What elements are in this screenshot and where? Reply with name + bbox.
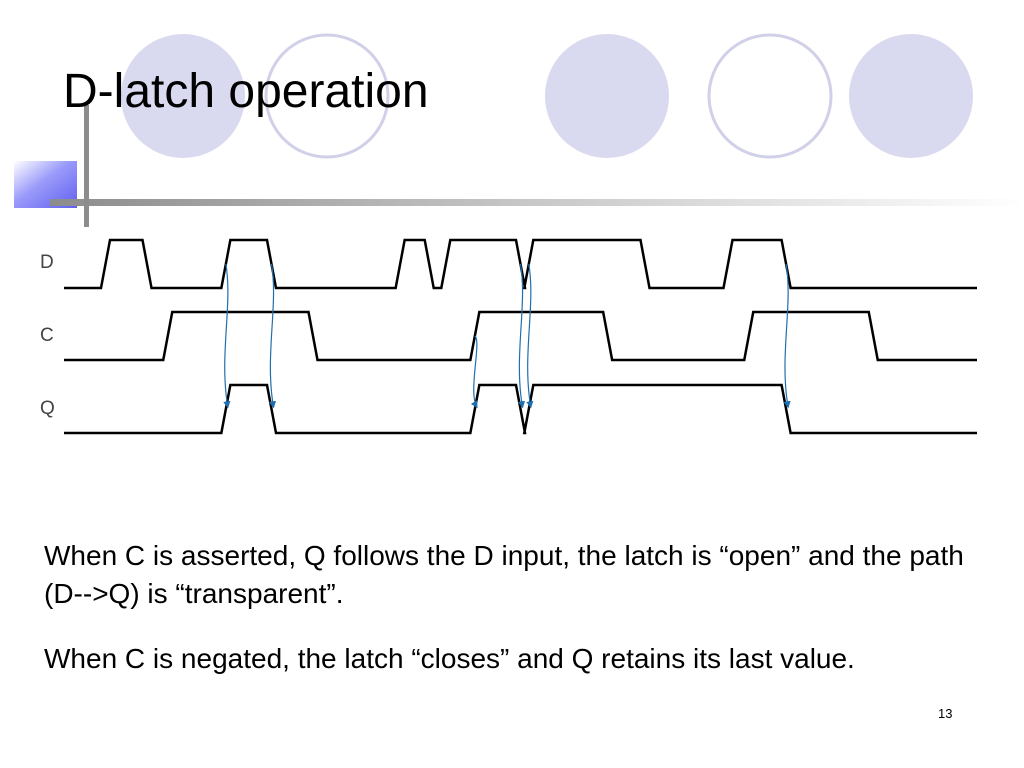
signal-label-q: Q [40, 398, 55, 419]
signal-label-d: D [40, 252, 54, 273]
decor-horizontal-rule [50, 199, 1024, 206]
timing-diagram: D C Q [40, 238, 977, 435]
causality-arrow [223, 263, 231, 409]
decor-circle-2 [264, 33, 390, 159]
body-paragraph-1: When C is asserted, Q follows the D inpu… [44, 540, 964, 609]
causality-arrow [470, 335, 478, 409]
decor-vertical-rule [84, 105, 89, 227]
causality-arrow [517, 263, 526, 409]
causality-arrow [783, 263, 791, 409]
waveform-c [64, 310, 977, 362]
waveform-q [64, 383, 977, 435]
decor-circle-5 [849, 34, 973, 158]
signal-label-c: C [40, 325, 54, 346]
waveform-d [64, 238, 977, 290]
decor-circle-1 [121, 34, 245, 158]
causality-arrow [268, 263, 277, 409]
decor-circle-4 [707, 33, 833, 159]
causality-arrow [526, 263, 534, 409]
page-number: 13 [938, 706, 953, 721]
body-paragraph-2: When C is negated, the latch “closes” an… [44, 643, 855, 674]
slide-title: D-latch operation [63, 65, 429, 118]
decor-circle-3 [545, 34, 669, 158]
